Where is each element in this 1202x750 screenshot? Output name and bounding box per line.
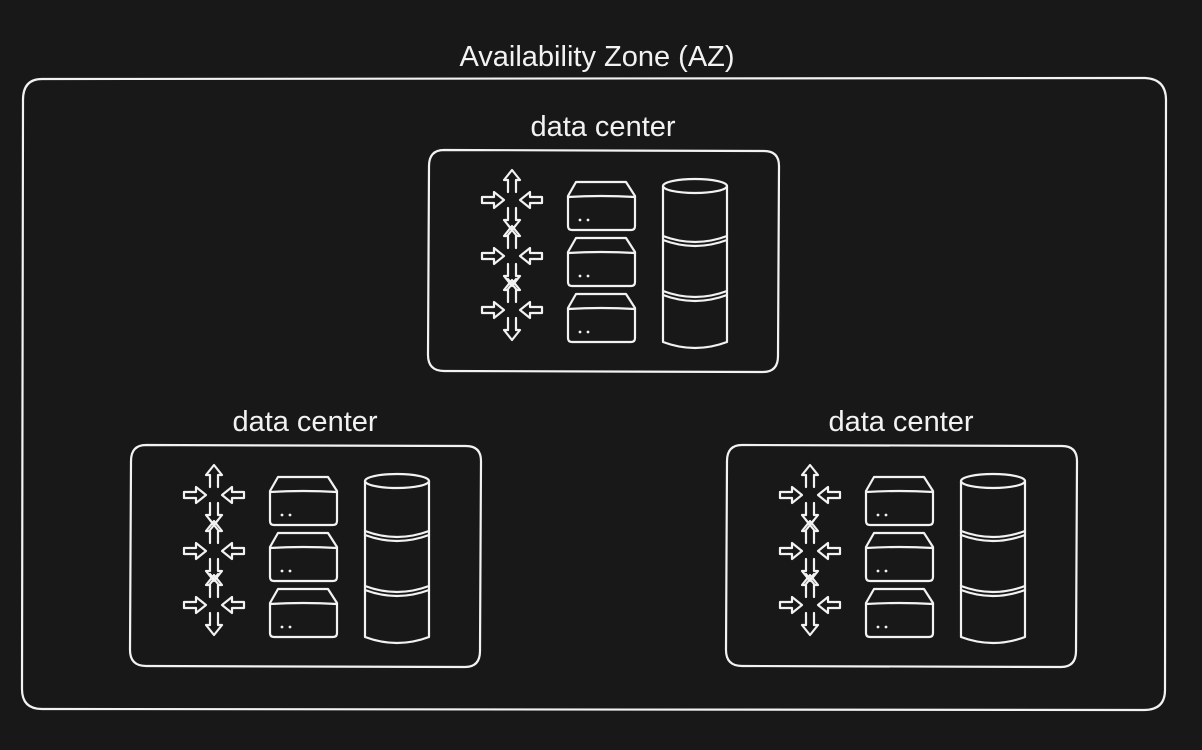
router-icon xyxy=(182,573,246,637)
data-center-equipment xyxy=(182,463,431,645)
router-icon xyxy=(480,168,544,232)
router-link xyxy=(506,277,518,291)
data-center-bottom-right: data center xyxy=(724,406,1079,669)
server-icon xyxy=(864,475,935,527)
database-icon xyxy=(959,472,1027,645)
router-link xyxy=(804,518,816,532)
router-icon xyxy=(778,519,842,583)
router-icon xyxy=(778,573,842,637)
server-icon xyxy=(268,475,339,527)
data-center-title: data center xyxy=(232,406,377,438)
router-icon xyxy=(182,463,246,527)
server-icon xyxy=(268,531,339,583)
data-center-boundary xyxy=(724,443,1079,669)
data-center-title: data center xyxy=(828,406,973,438)
server-icon xyxy=(566,180,637,232)
database-icon xyxy=(363,472,431,645)
router-link xyxy=(506,223,518,237)
server-icon xyxy=(566,292,637,344)
data-center-boundary xyxy=(128,443,483,669)
database-icon xyxy=(661,177,729,350)
data-center-equipment xyxy=(480,168,729,350)
data-center-boundary xyxy=(426,148,781,374)
az-title: Availability Zone (AZ) xyxy=(459,41,734,73)
server-icon xyxy=(268,587,339,639)
router-icon xyxy=(778,463,842,527)
data-center-equipment xyxy=(778,463,1027,645)
router-link xyxy=(804,572,816,586)
data-center-bottom-left: data center xyxy=(128,406,483,669)
server-icon xyxy=(864,531,935,583)
router-link xyxy=(208,518,220,532)
az-boundary xyxy=(20,76,1168,712)
router-icon xyxy=(480,224,544,288)
availability-zone: Availability Zone (AZ) xyxy=(20,41,1168,712)
router-link xyxy=(208,572,220,586)
router-icon xyxy=(480,278,544,342)
data-center-top: data center xyxy=(426,111,781,374)
server-icon xyxy=(864,587,935,639)
server-icon xyxy=(566,236,637,288)
data-center-title: data center xyxy=(530,111,675,143)
router-icon xyxy=(182,519,246,583)
